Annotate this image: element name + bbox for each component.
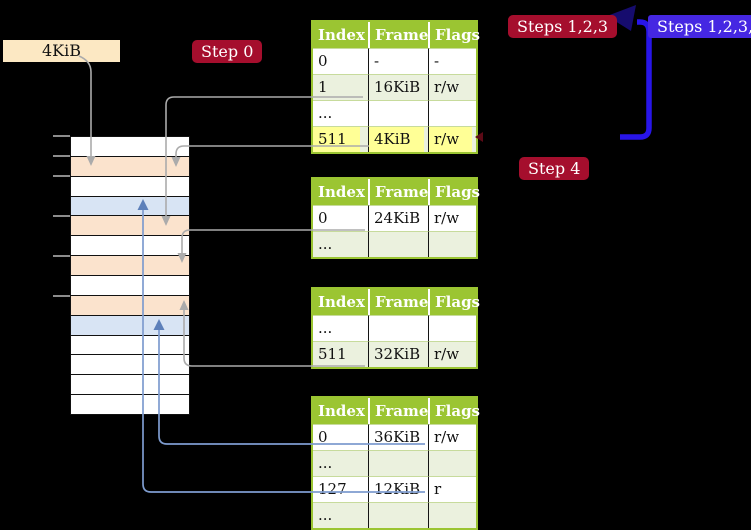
table-cell: ... [313,231,368,257]
steps-123-badge: Steps 1,2,3 [508,15,618,38]
table-cell [428,502,476,528]
memory-tick [53,175,70,177]
table-cell: r/w [428,205,476,231]
memory-row-free [71,374,189,395]
table-cell: 0 [313,48,368,74]
cr3-frame-label: 4KiB [3,40,120,62]
memory-tick [53,135,70,137]
highlighted-value: 511 [313,127,360,152]
table-cell: 127 [313,476,368,502]
table-cell: 32KiB [368,341,428,367]
column-header-index: Index [313,398,368,424]
table-cell: 16KiB [368,74,428,100]
table-cell: - [428,48,476,74]
memory-row-frame-orange [71,294,189,315]
column-header-frame: Frame [368,289,428,315]
memory-row-frame-orange [71,215,189,236]
memory-row-free [71,137,189,156]
memory-row-free [71,175,189,196]
column-header-frame: Frame [368,22,428,48]
table-cell: r/w [428,126,476,152]
table-cell [368,100,428,126]
step-0-badge: Step 0 [192,40,263,63]
memory-row-frame-blue [71,314,189,335]
table-cell [368,315,428,341]
table-cell: ... [313,502,368,528]
memory-row-free [71,354,189,375]
table-cell: r [428,476,476,502]
table-cell: r/w [428,341,476,367]
column-header-flags: Flags [428,179,480,205]
table-cell: r/w [428,424,476,450]
highlighted-value: r/w [429,127,473,152]
memory-tick [53,155,70,157]
table-cell [428,315,476,341]
table-cell [368,450,428,476]
memory-tick [53,295,70,297]
memory-row-free [71,275,189,295]
table-cell [428,231,476,257]
table-cell: r/w [428,74,476,100]
memory-row-frame-orange [71,255,189,276]
table-cell: 0 [313,424,368,450]
table-cell: 0 [313,205,368,231]
column-header-flags: Flags [428,22,480,48]
memory-row-free [71,334,189,355]
column-header-index: Index [313,22,368,48]
table-cell: 511 [313,341,368,367]
table-cell: 4KiB [368,126,428,152]
table-cell: ... [313,100,368,126]
step-4-badge: Step 4 [519,157,590,180]
column-header-index: Index [313,179,368,205]
memory-tick [53,255,70,257]
memory-row-free [71,235,189,256]
column-header-flags: Flags [428,398,480,424]
table-cell [428,100,476,126]
table-cell: 36KiB [368,424,428,450]
memory-row-free [71,394,189,415]
highlighted-value: 4KiB [369,127,424,152]
table-cell: 1 [313,74,368,100]
physical-memory-strip [70,136,190,415]
column-header-index: Index [313,289,368,315]
column-header-frame: Frame [368,179,428,205]
table-cell [368,231,428,257]
table-cell [368,502,428,528]
table-cell: ... [313,315,368,341]
column-header-flags: Flags [428,289,480,315]
table-cell: 511 [313,126,368,152]
table-cell: 24KiB [368,205,428,231]
memory-row-frame-orange [71,155,189,176]
memory-tick [53,215,70,217]
steps-1234-badge: Steps 1,2,3,4 [648,15,751,38]
memory-row-frame-blue [71,195,189,216]
table-cell: ... [313,450,368,476]
table-cell [428,450,476,476]
table-cell: - [368,48,428,74]
table-cell: 12KiB [368,476,428,502]
column-header-frame: Frame [368,398,428,424]
